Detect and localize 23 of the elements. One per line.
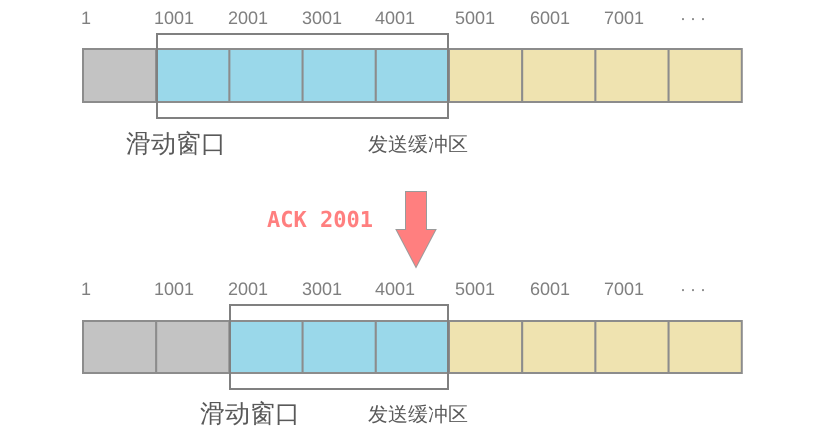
sequence-number: 1 bbox=[81, 8, 92, 28]
ack-label: ACK 2001 bbox=[267, 208, 373, 234]
window-label: 滑动窗口 bbox=[200, 399, 300, 429]
sequence-number: 4001 bbox=[375, 279, 416, 299]
buffer-label: 发送缓冲区 bbox=[368, 132, 468, 156]
sequence-number: 5001 bbox=[455, 279, 496, 299]
sequence-number: 1001 bbox=[154, 8, 194, 28]
sequence-number: 3001 bbox=[302, 8, 342, 28]
sequence-number: 6001 bbox=[530, 279, 570, 299]
sequence-number: 2001 bbox=[228, 8, 268, 28]
sequence-number: 7001 bbox=[604, 279, 644, 299]
ellipsis: ··· bbox=[680, 279, 710, 299]
sequence-number: 6001 bbox=[530, 8, 570, 28]
sequence-number: 1001 bbox=[154, 279, 194, 299]
sequence-number: 2001 bbox=[228, 279, 268, 299]
buffer-label: 发送缓冲区 bbox=[368, 402, 468, 426]
window-label: 滑动窗口 bbox=[126, 129, 226, 159]
ellipsis: ··· bbox=[680, 8, 710, 28]
sequence-number: 1 bbox=[81, 279, 92, 299]
sequence-number: 7001 bbox=[604, 8, 644, 28]
sequence-number: 4001 bbox=[375, 8, 416, 28]
sequence-number: 5001 bbox=[455, 8, 496, 28]
sequence-number: 3001 bbox=[302, 279, 342, 299]
